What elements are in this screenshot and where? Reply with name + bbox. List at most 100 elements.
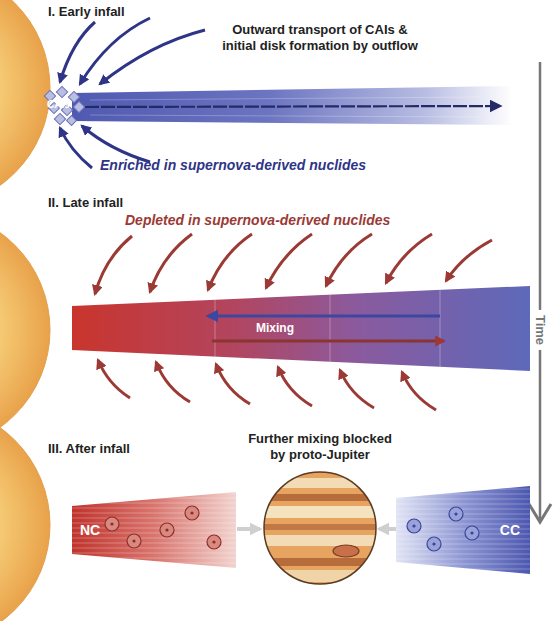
chondrule-core	[212, 540, 215, 543]
infall-arrow	[446, 240, 492, 281]
nuclide-note: Enriched in supernova-derived nuclides	[100, 157, 366, 173]
mixing-arrow	[208, 315, 440, 318]
infall-arrow	[82, 126, 150, 162]
time-arrow-head	[529, 504, 551, 522]
chondrule-core	[454, 512, 457, 515]
disk-stripe	[72, 513, 236, 514]
infall-arrow	[60, 128, 92, 168]
reservoir-label: CC	[500, 522, 520, 538]
disk-stripe	[396, 569, 530, 570]
cai-label: CAIs	[47, 99, 70, 110]
reservoir-label: NC	[80, 522, 100, 538]
infall-arrow	[278, 367, 312, 406]
infall-arrow	[156, 362, 190, 402]
sun	[0, 210, 50, 450]
stage-heading: III. After infall	[48, 441, 130, 456]
disk-stripe	[72, 563, 236, 564]
chondrule-core	[165, 528, 168, 531]
disk-stripe	[72, 493, 236, 494]
great-red-spot	[333, 545, 359, 557]
cai-grain	[56, 86, 67, 97]
chondrule	[160, 523, 174, 537]
disk-division	[330, 295, 331, 362]
band-streak	[90, 97, 480, 100]
cai-cluster	[44, 86, 84, 125]
nuclide-note: Depleted in supernova-derived nuclides	[125, 212, 390, 228]
chondrule	[407, 519, 421, 533]
planet-band	[260, 478, 380, 488]
cc-reservoir: CC	[396, 486, 530, 574]
accretion-arrow	[237, 527, 260, 531]
stage-heading: I. Early infall	[48, 4, 125, 19]
infall-arrow	[340, 370, 374, 408]
infall-arrow	[98, 360, 130, 398]
sun	[0, 0, 50, 208]
infall-arrow	[402, 372, 436, 410]
sun	[0, 405, 50, 621]
infall-arrow	[326, 234, 372, 286]
disk-stripe	[72, 503, 236, 504]
planet-band	[260, 524, 380, 530]
disk-stripe	[396, 554, 530, 555]
disk-stripe	[396, 504, 530, 505]
cai-grain	[68, 91, 79, 102]
chondrule	[207, 535, 221, 549]
infall-arrow	[266, 234, 312, 288]
disk-stripe	[396, 494, 530, 495]
nc-reservoir: NC	[72, 490, 236, 570]
chondrule-core	[190, 511, 193, 514]
accretion-arrow	[379, 527, 396, 531]
disk-shape	[72, 492, 236, 568]
chondrule	[449, 507, 463, 521]
chondrule-core	[470, 531, 473, 534]
disk-division	[215, 300, 216, 357]
stage-description: Outward transport of CAIs & initial disk…	[216, 22, 424, 54]
disk-stripes	[72, 493, 236, 568]
disk-stripe	[72, 498, 236, 499]
infall-arrow	[60, 22, 95, 82]
cai-grain	[67, 116, 77, 126]
planet-band	[260, 570, 380, 582]
disk-stripe	[396, 499, 530, 500]
disk-stripe	[396, 549, 530, 550]
chondrule	[465, 526, 479, 540]
disk-shape	[396, 486, 530, 574]
mixing-label: Mixing	[245, 321, 305, 335]
planet-band	[260, 506, 380, 518]
disk-stripe	[396, 564, 530, 565]
infall-arrow	[216, 364, 250, 404]
disk-stripe	[72, 553, 236, 554]
infall-arrows	[95, 234, 492, 410]
jupiter	[260, 470, 380, 590]
planet-body	[260, 470, 380, 590]
outflow-band	[72, 86, 512, 125]
disk-stripe	[72, 518, 236, 519]
infall-arrow	[150, 234, 192, 292]
chondrule-core	[110, 522, 113, 525]
infall-arrow	[100, 30, 205, 84]
infall-arrow	[208, 234, 252, 290]
cai-grain	[73, 101, 84, 112]
chondrule-core	[412, 524, 415, 527]
disk-stripe	[72, 558, 236, 559]
planet-band	[260, 535, 380, 546]
chondrule	[105, 517, 119, 531]
infall-arrows	[60, 18, 205, 168]
stage-description: Further mixing blocked by proto-Jupiter	[244, 431, 396, 463]
chondrule-core	[132, 539, 135, 542]
planet-outline	[264, 472, 376, 584]
chondrule	[185, 506, 199, 520]
disk-stripe	[72, 508, 236, 509]
disk-stripe	[396, 509, 530, 510]
disk-stripe	[396, 539, 530, 540]
chondrule-core	[432, 542, 435, 545]
chondrule	[427, 537, 441, 551]
transport-arrow	[85, 106, 500, 107]
chondrule	[127, 534, 141, 548]
band-streak	[90, 115, 480, 117]
disk-stripe	[396, 559, 530, 560]
time-axis-label: Time	[533, 310, 548, 350]
disk-division	[440, 290, 441, 367]
mixed-disk	[72, 286, 530, 371]
cai-grain	[54, 113, 65, 124]
